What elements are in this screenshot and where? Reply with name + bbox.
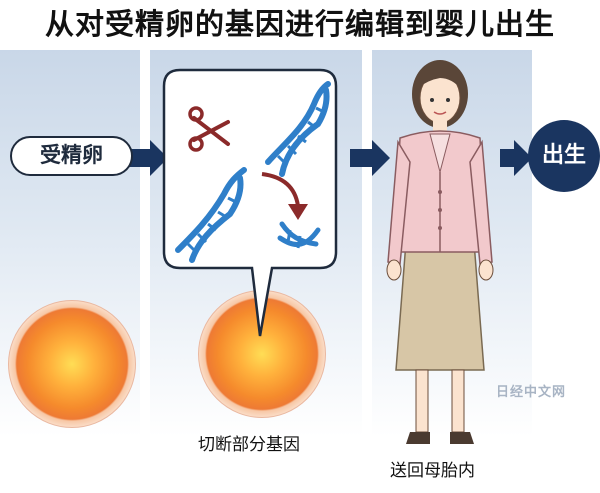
gene-edit-bubble <box>162 68 338 337</box>
fertilized-egg-image <box>8 300 136 428</box>
watermark-logo: 日经中文网 <box>496 385 567 400</box>
arrow-1 <box>128 140 168 176</box>
fertilized-egg-label: 受精卵 <box>10 136 133 176</box>
curved-arrow-icon <box>261 172 308 220</box>
caption-return-to-mother: 送回母胎内 <box>390 461 475 481</box>
mother-figure <box>386 60 494 444</box>
page-title: 从对受精卵的基因进行编辑到婴儿出生 <box>44 7 555 41</box>
dna-helix-icon <box>265 81 331 177</box>
birth-label: 出生 <box>528 120 600 192</box>
arrow-3 <box>500 140 532 176</box>
arrow-2 <box>350 140 390 176</box>
dna-helix-icon <box>175 167 247 263</box>
dna-fragment-icon <box>277 221 321 249</box>
scissors-icon <box>188 106 230 152</box>
caption-gene-cut: 切断部分基因 <box>198 435 300 455</box>
